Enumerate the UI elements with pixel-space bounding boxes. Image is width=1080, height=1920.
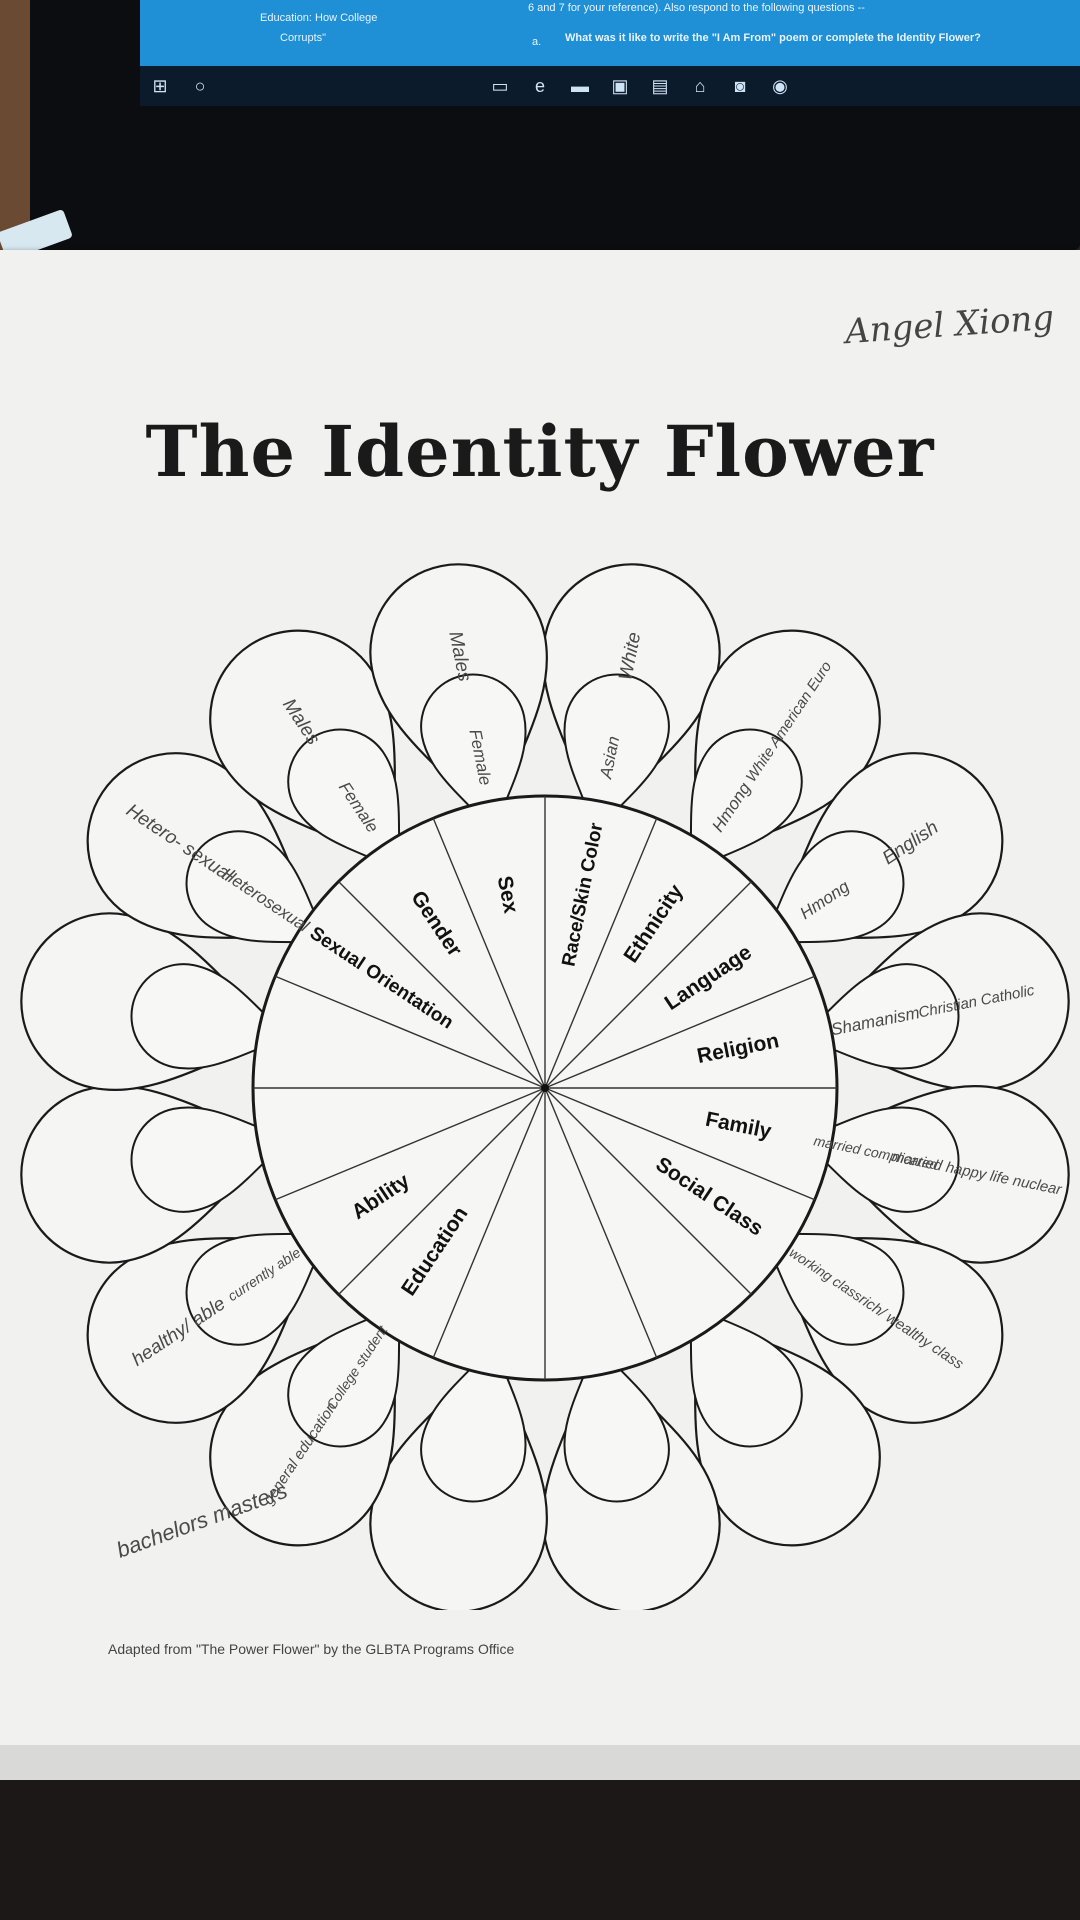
chrome-icon[interactable]: ◉ xyxy=(772,75,788,96)
taskbar: ⊞ ○ ▭ e ▬ ▣ ▤ ⌂ ◙ ◉ xyxy=(140,66,1080,106)
screen-doc-line: Corrupts" xyxy=(280,32,327,44)
center-spokes xyxy=(253,796,837,1380)
spoke-line xyxy=(338,1087,546,1295)
store-icon[interactable]: ▣ xyxy=(611,75,629,96)
spoke-line xyxy=(544,1087,752,1295)
spoke-line xyxy=(544,817,658,1089)
spoke-line xyxy=(432,1087,546,1359)
inner-petal xyxy=(800,963,960,1070)
spoke-line xyxy=(274,975,546,1089)
edge-browser-icon[interactable]: e xyxy=(534,75,545,96)
monitor-icon[interactable]: ▤ xyxy=(651,75,669,96)
spoke-line xyxy=(544,1087,816,1201)
inner-petal xyxy=(130,963,290,1070)
center-dot xyxy=(541,1084,549,1092)
home-icon[interactable]: ⌂ xyxy=(694,75,706,96)
desk-surface xyxy=(0,0,30,250)
inner-petal xyxy=(185,1232,329,1346)
inner-petal xyxy=(130,1106,290,1213)
screen-doc-line: Education: How College xyxy=(260,12,378,24)
laptop-screen: Education: How College Corrupts" 6 and 7… xyxy=(30,0,1080,250)
inner-petal xyxy=(689,728,803,872)
paper-stack-edge xyxy=(0,1745,1080,1785)
inner-petal xyxy=(563,1343,670,1503)
windows-start-icon[interactable]: ⊞ xyxy=(152,75,168,96)
screen-doc-line: 6 and 7 for your reference). Also respon… xyxy=(528,2,865,14)
app-icon[interactable]: ◙ xyxy=(734,75,746,96)
inner-petal xyxy=(761,1232,905,1346)
spoke-line xyxy=(338,881,546,1089)
inner-petals xyxy=(130,673,960,1503)
screen-document: Education: How College Corrupts" 6 and 7… xyxy=(140,0,1080,66)
lap-area xyxy=(0,1780,1080,1920)
inner-petal xyxy=(761,830,905,944)
inner-petal xyxy=(287,1304,401,1448)
screen-doc-line: What was it like to write the "I Am From… xyxy=(565,32,981,44)
page-title: The Identity Flower xyxy=(145,410,935,493)
inner-petal xyxy=(185,830,329,944)
screen-doc-line: a. xyxy=(532,36,542,48)
inner-petal xyxy=(420,673,527,833)
search-icon[interactable]: ○ xyxy=(194,75,206,96)
inner-petal xyxy=(287,728,401,872)
footer-credit: Adapted from "The Power Flower" by the G… xyxy=(108,1641,515,1657)
inner-petal xyxy=(689,1304,803,1448)
spoke-line xyxy=(274,1087,546,1201)
inner-petal xyxy=(800,1106,960,1213)
file-explorer-icon[interactable]: ▬ xyxy=(571,75,589,96)
spoke-line xyxy=(432,817,546,1089)
task-view-icon[interactable]: ▭ xyxy=(491,75,509,96)
spoke-line xyxy=(544,1087,658,1359)
spoke-line xyxy=(544,975,816,1089)
spoke-line xyxy=(544,881,752,1089)
